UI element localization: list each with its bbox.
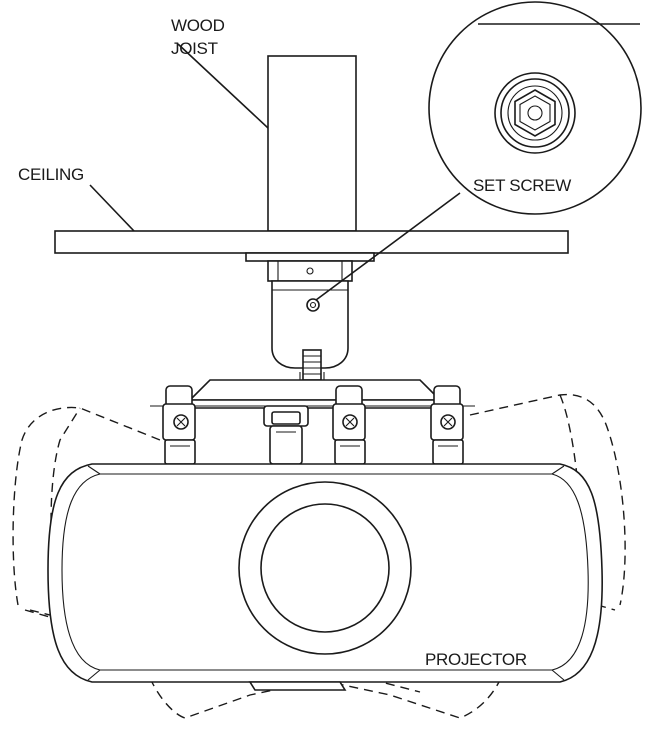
mount-tube	[271, 280, 349, 369]
label-projector: PROJECTOR	[425, 650, 527, 669]
label-wood: WOOD	[171, 16, 225, 35]
label-set-screw: SET SCREW	[473, 176, 572, 195]
projector-body	[47, 463, 603, 691]
leader-set-screw	[315, 192, 461, 301]
set-screw-detail	[428, 1, 642, 215]
clamp-arm-1	[162, 385, 196, 465]
label-ceiling: CEILING	[18, 165, 84, 184]
leader-wood-joist	[177, 43, 269, 129]
threaded-stem	[302, 349, 322, 381]
clamp-arm-3	[332, 385, 366, 465]
leader-ceiling	[89, 184, 135, 232]
projector-lens	[260, 503, 390, 633]
wood-joist	[267, 55, 357, 232]
projector-lens-ring	[238, 481, 412, 655]
mount-collar	[267, 260, 353, 282]
label-joist: JOIST	[171, 39, 218, 58]
set-screw	[306, 298, 320, 312]
clamp-arm-2	[263, 405, 309, 465]
ceiling-board	[54, 230, 569, 254]
ceiling-plate	[245, 252, 375, 262]
clamp-arm-4	[430, 385, 464, 465]
